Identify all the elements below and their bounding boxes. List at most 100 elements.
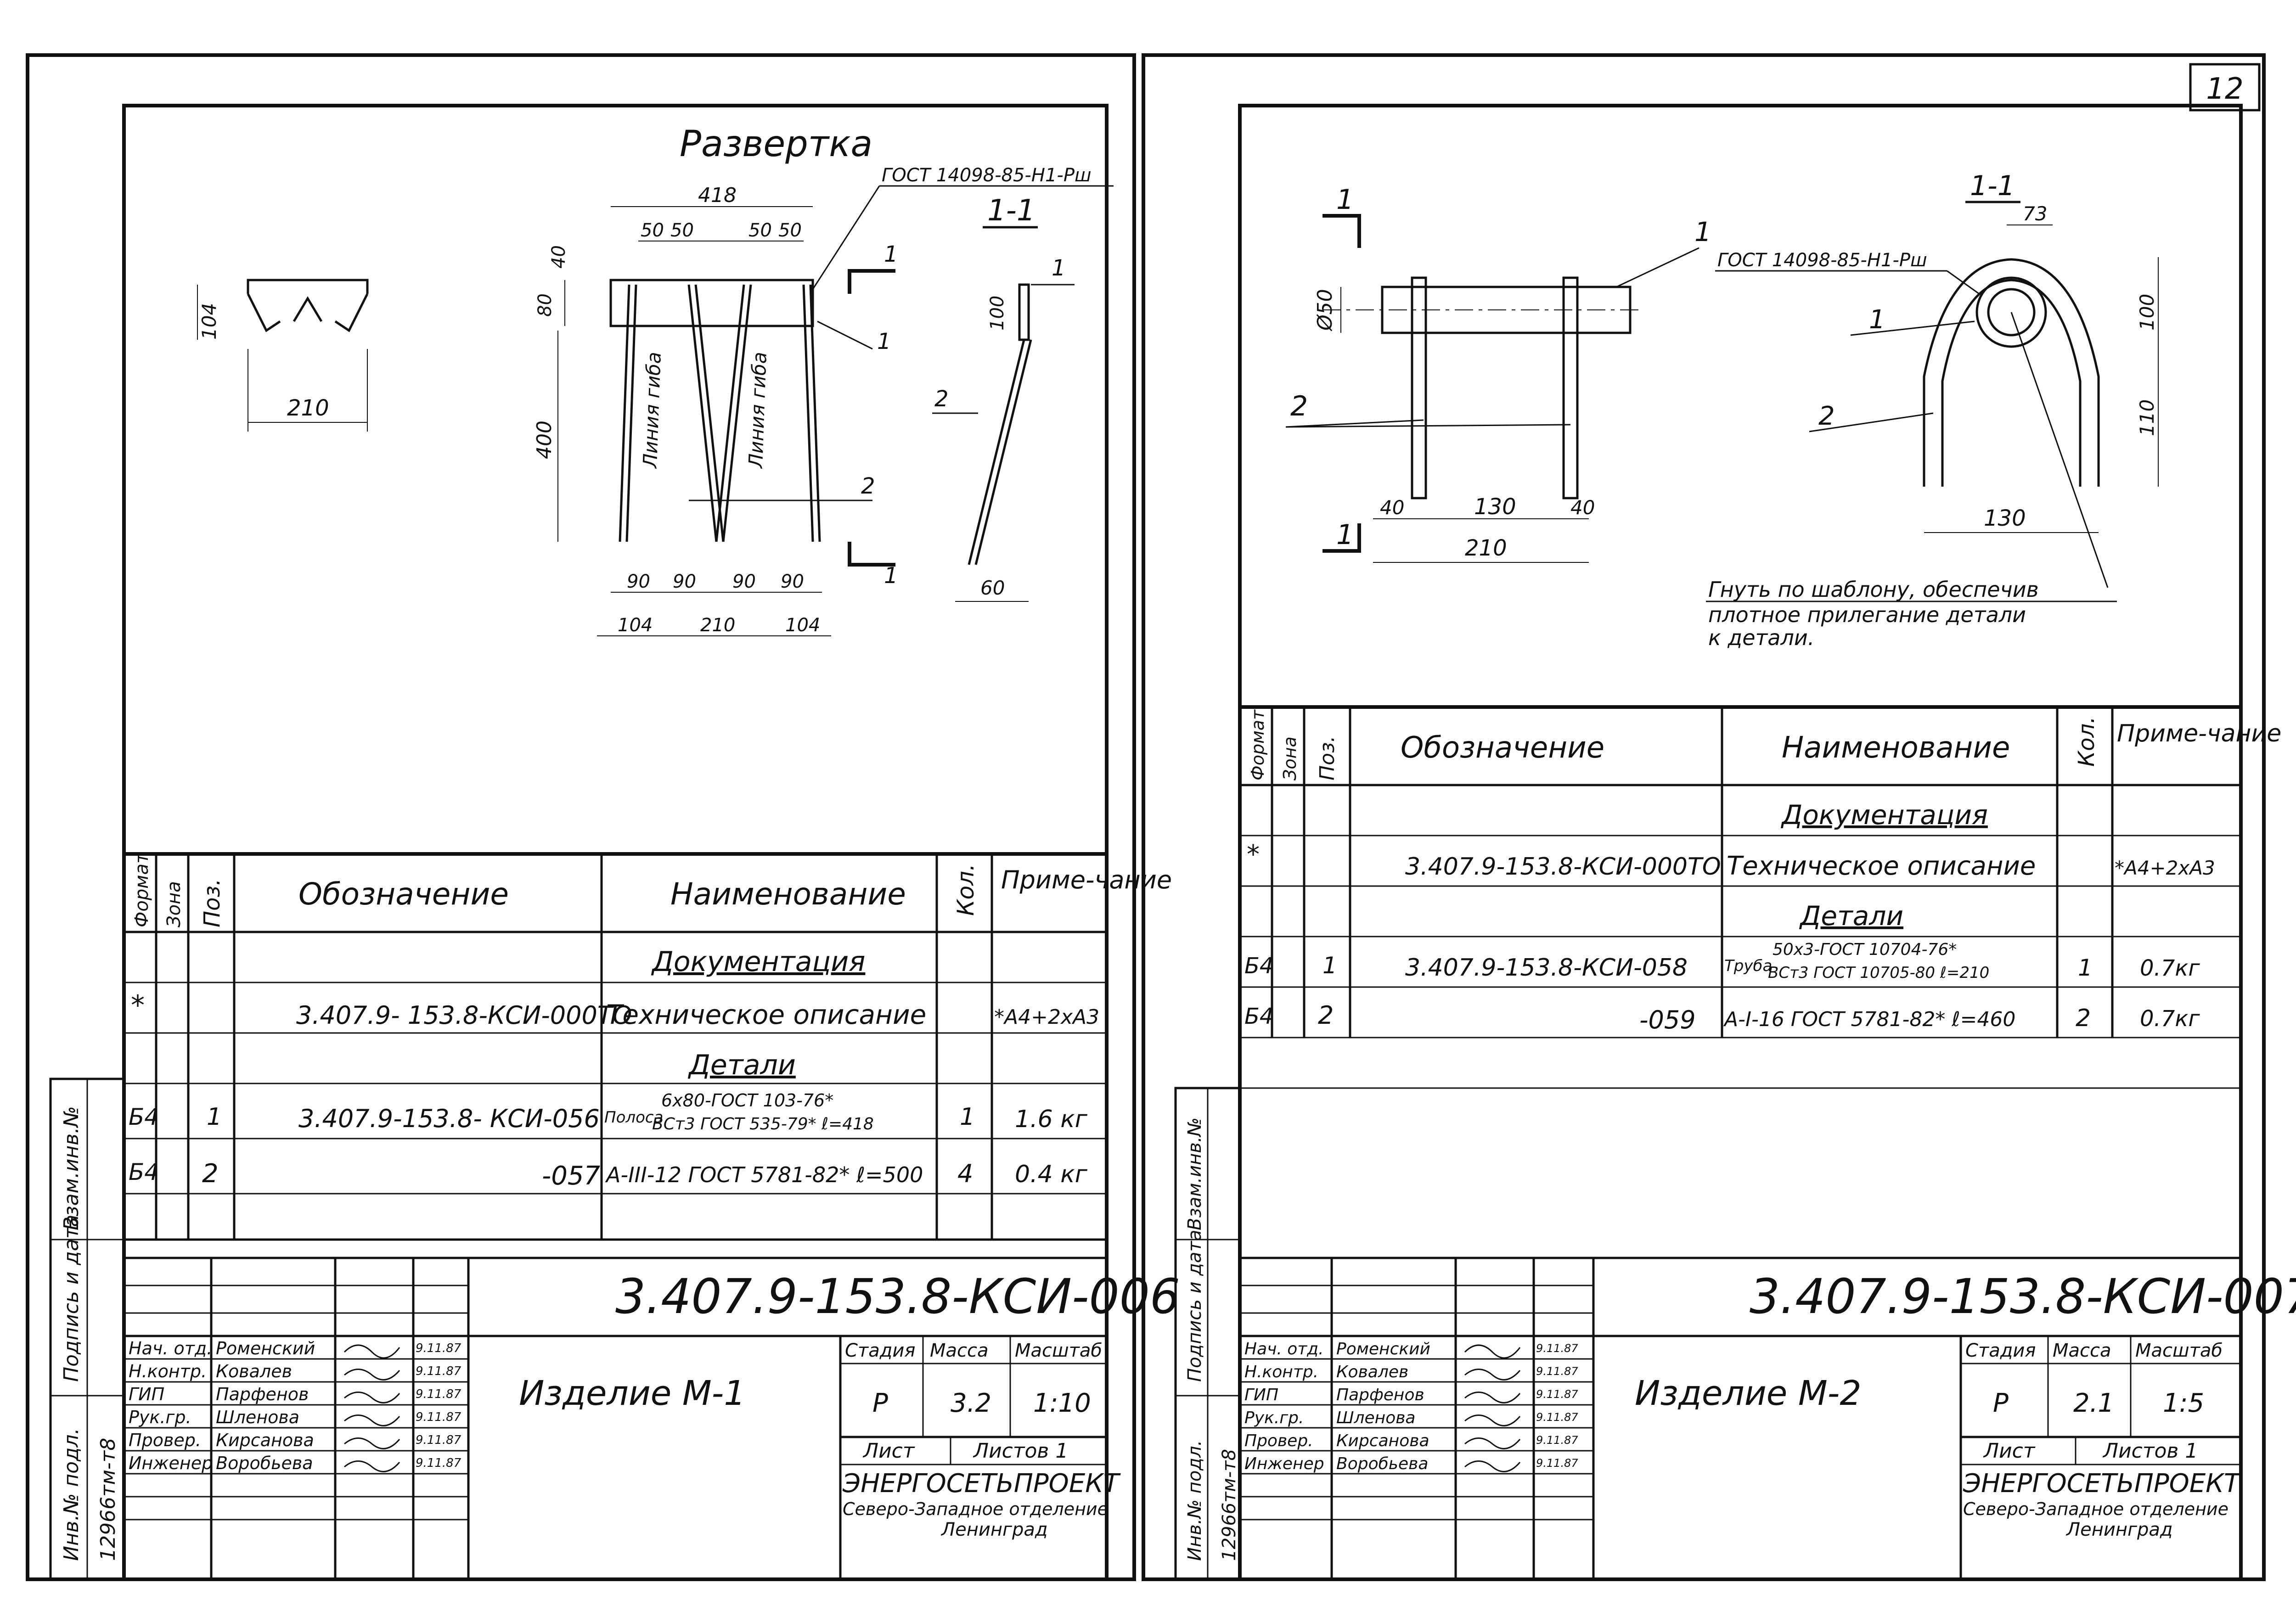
svg-text:104: 104 — [618, 615, 653, 636]
svg-text:9.11.87: 9.11.87 — [1536, 1457, 1578, 1470]
side-podpis-data: Подпись и дата — [60, 1215, 83, 1382]
side-inv-podl: Инв.№ подл. — [60, 1428, 83, 1561]
svg-text:*: * — [131, 989, 145, 1021]
svg-text:Рук.гр.: Рук.гр. — [1244, 1409, 1304, 1427]
svg-text:3.407.9-153.8-КСИ-000ТО: 3.407.9-153.8-КСИ-000ТО — [1405, 853, 1721, 881]
svg-text:Северо-Западное отделение: Северо-Западное отделение — [1963, 1499, 2228, 1519]
svg-text:50: 50 — [670, 220, 694, 241]
svg-text:90: 90 — [673, 571, 696, 592]
svg-text:Документация: Документация — [651, 946, 865, 978]
svg-text:1: 1 — [1052, 255, 1066, 281]
svg-text:Кол.: Кол. — [2074, 717, 2099, 767]
svg-text:Шленова: Шленова — [1336, 1409, 1416, 1427]
svg-text:Гнуть по шаблону, обеспечив: Гнуть по шаблону, обеспечив — [1708, 577, 2039, 602]
svg-text:ГОСТ 14098-85-Н1-Рш: ГОСТ 14098-85-Н1-Рш — [1717, 250, 1927, 271]
svg-text:ЭНЕРГОСЕТЬПРОЕКТ: ЭНЕРГОСЕТЬПРОЕКТ — [842, 1469, 1121, 1499]
svg-text:90: 90 — [781, 571, 804, 592]
svg-text:80: 80 — [535, 293, 556, 317]
right-inner-frame — [1238, 104, 2243, 1581]
svg-text:50: 50 — [778, 220, 802, 241]
svg-text:110: 110 — [2136, 399, 2158, 436]
svg-text:Взам.инв.№: Взам.инв.№ — [1184, 1117, 1205, 1230]
svg-text:*А4+2хА3: *А4+2хА3 — [2115, 857, 2215, 879]
svg-text:Инженер: Инженер — [129, 1453, 213, 1473]
svg-text:9.11.87: 9.11.87 — [416, 1433, 461, 1447]
svg-text:1: 1 — [1336, 519, 1354, 551]
svg-text:210: 210 — [1465, 535, 1507, 561]
svg-text:ГИП: ГИП — [129, 1384, 164, 1404]
left-spec-table: Формат Зона Поз. Обозначение Наименовани… — [124, 852, 1172, 1241]
svg-text:100: 100 — [2136, 294, 2158, 331]
svg-text:2.1: 2.1 — [2073, 1388, 2114, 1418]
svg-text:Листов 1: Листов 1 — [2102, 1439, 2198, 1463]
svg-text:Провер.: Провер. — [129, 1430, 201, 1450]
svg-text:Шленова: Шленова — [216, 1407, 299, 1427]
svg-text:1: 1 — [1322, 952, 1337, 979]
svg-text:Зона: Зона — [1280, 736, 1300, 780]
svg-text:Детали: Детали — [1799, 900, 1903, 932]
svg-text:Полоса: Полоса — [604, 1108, 663, 1127]
svg-text:210: 210 — [700, 615, 735, 636]
svg-text:9.11.87: 9.11.87 — [1536, 1411, 1578, 1424]
svg-text:9.11.87: 9.11.87 — [416, 1410, 461, 1424]
svg-text:плотное прилегание детали: плотное прилегание детали — [1708, 602, 2026, 627]
svg-text:1-1: 1-1 — [1970, 170, 2015, 202]
svg-text:50: 50 — [748, 220, 772, 241]
svg-text:Провер.: Провер. — [1244, 1431, 1313, 1450]
svg-text:Масштаб: Масштаб — [2135, 1340, 2223, 1361]
svg-text:1:10: 1:10 — [1033, 1388, 1091, 1418]
svg-text:Листов 1: Листов 1 — [973, 1439, 1068, 1463]
svg-text:Стадия: Стадия — [845, 1340, 915, 1361]
svg-text:Масштаб: Масштаб — [1015, 1340, 1102, 1361]
svg-text:Б4: Б4 — [1244, 953, 1273, 979]
svg-text:Инженер: Инженер — [1244, 1454, 1324, 1473]
svg-text:Б4: Б4 — [129, 1104, 159, 1130]
svg-text:9.11.87: 9.11.87 — [416, 1364, 461, 1378]
left-bend-line-1: Линия гиба — [639, 352, 665, 470]
svg-text:3.407.9-153.8- КСИ-056: 3.407.9-153.8- КСИ-056 — [298, 1104, 600, 1133]
svg-text:9.11.87: 9.11.87 — [1536, 1365, 1578, 1378]
svg-text:1: 1 — [884, 563, 898, 589]
svg-text:2: 2 — [2076, 1005, 2091, 1032]
svg-text:9.11.87: 9.11.87 — [1536, 1342, 1578, 1355]
left-section-label: 1-1 — [987, 194, 1035, 228]
svg-text:А-III-12 ГОСТ 5781-82* ℓ=500: А-III-12 ГОСТ 5781-82* ℓ=500 — [605, 1162, 923, 1187]
svg-text:2: 2 — [934, 386, 949, 412]
svg-text:Поз.: Поз. — [1316, 736, 1339, 780]
svg-text:0.7кг: 0.7кг — [2140, 1006, 2200, 1032]
right-signatures — [1464, 1344, 1521, 1472]
svg-text:1: 1 — [877, 329, 891, 354]
svg-text:1:5: 1:5 — [2163, 1388, 2204, 1418]
svg-text:Лист: Лист — [862, 1439, 915, 1463]
svg-text:Приме-чание: Приме-чание — [1001, 865, 1172, 894]
svg-text:1: 1 — [960, 1103, 975, 1131]
svg-text:Наименование: Наименование — [1782, 731, 2010, 765]
svg-text:1: 1 — [1869, 305, 1885, 335]
svg-text:9.11.87: 9.11.87 — [416, 1456, 461, 1470]
svg-text:50: 50 — [641, 220, 664, 241]
svg-text:Техническое описание: Техническое описание — [1727, 851, 2036, 881]
svg-text:Р: Р — [872, 1388, 888, 1418]
svg-text:90: 90 — [732, 571, 756, 592]
svg-text:Обозначение: Обозначение — [1401, 731, 1604, 765]
svg-text:Ø50: Ø50 — [1313, 289, 1337, 331]
svg-text:ВСт3 ГОСТ 535-79* ℓ=418: ВСт3 ГОСТ 535-79* ℓ=418 — [652, 1115, 874, 1134]
svg-text:Ковалев: Ковалев — [1336, 1363, 1408, 1381]
svg-text:Масса: Масса — [930, 1340, 989, 1361]
svg-text:Б4: Б4 — [129, 1159, 159, 1185]
svg-text:130: 130 — [1474, 494, 1516, 520]
svg-text:Детали: Детали — [687, 1049, 796, 1081]
left-drawing: Развертка ГОСТ 14098-85-Н1-Рш 1-1 104 21… — [197, 123, 1114, 636]
svg-text:130: 130 — [1984, 505, 2026, 531]
side-inv-code: 12966тм-т8 — [96, 1438, 120, 1561]
left-signatures — [343, 1344, 400, 1472]
svg-text:Кол.: Кол. — [952, 864, 979, 916]
left-title-block: 3.407.9-153.8-КСИ-006 Изделие М-1 Стадия… — [124, 1257, 1180, 1579]
svg-text:Ковалев: Ковалев — [216, 1361, 292, 1381]
svg-text:Парфенов: Парфенов — [1336, 1386, 1424, 1404]
svg-text:Роменский: Роменский — [1336, 1340, 1430, 1358]
left-doc-code: 3.407.9-153.8-КСИ-006 — [615, 1268, 1180, 1325]
sheet-number: 12 — [2206, 72, 2243, 106]
svg-text:104: 104 — [785, 615, 820, 636]
